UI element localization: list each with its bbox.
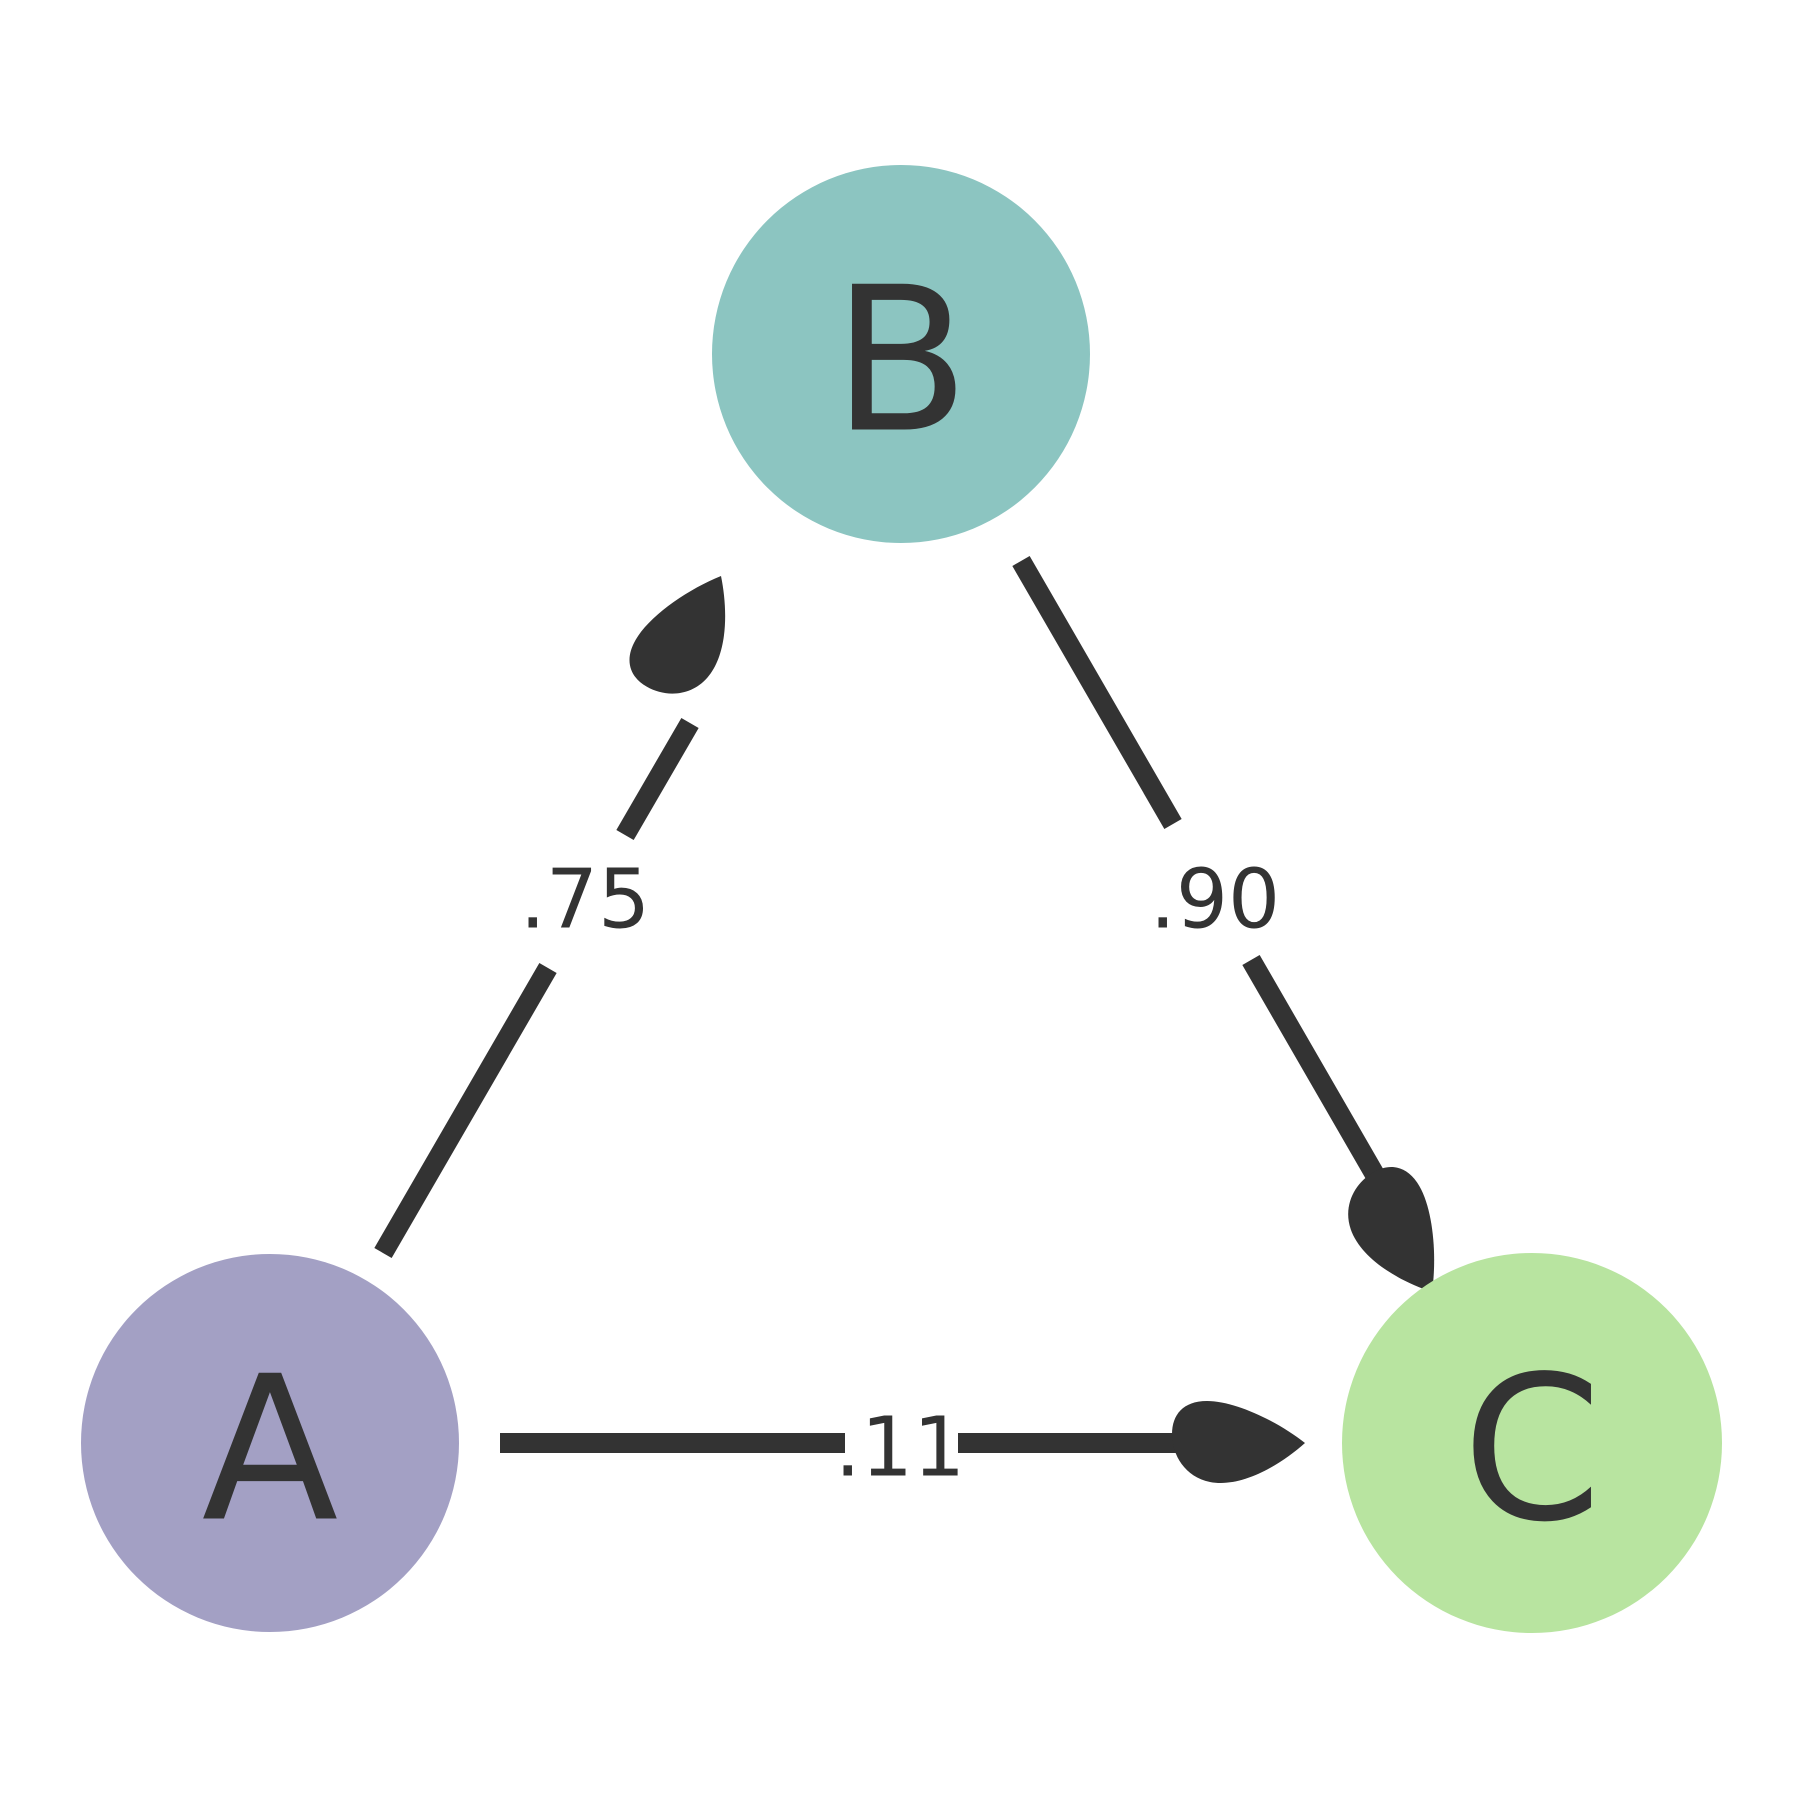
node-a-label: A — [202, 1334, 339, 1567]
edge-b-to-c-label: .90 — [1150, 853, 1280, 948]
edge-b-to-c-segment-upper — [1012, 555, 1182, 830]
edge-a-to-c-arrowhead — [1172, 1401, 1305, 1484]
edge-a-to-b[interactable]: .75 — [374, 555, 756, 1259]
node-b-label: B — [832, 245, 969, 478]
edge-a-to-c[interactable]: .11 — [500, 1401, 1305, 1496]
node-c[interactable]: C — [1342, 1253, 1722, 1633]
edge-a-to-b-segment-upper — [616, 717, 699, 841]
node-a-circle — [81, 1254, 459, 1632]
node-c-label: C — [1462, 1334, 1602, 1567]
node-a[interactable]: A — [81, 1254, 459, 1632]
edge-a-to-c-label: .11 — [835, 1401, 965, 1496]
edge-a-to-b-segment-lower — [374, 962, 557, 1259]
edge-a-to-b-label: .75 — [520, 853, 650, 948]
node-b-circle — [712, 165, 1090, 543]
edge-a-to-b-arrowhead — [618, 555, 756, 712]
node-b[interactable]: B — [712, 165, 1090, 543]
node-c-circle — [1342, 1253, 1722, 1633]
edge-b-to-c-segment-lower — [1242, 955, 1387, 1185]
edge-b-to-c[interactable]: .90 — [1012, 555, 1469, 1313]
